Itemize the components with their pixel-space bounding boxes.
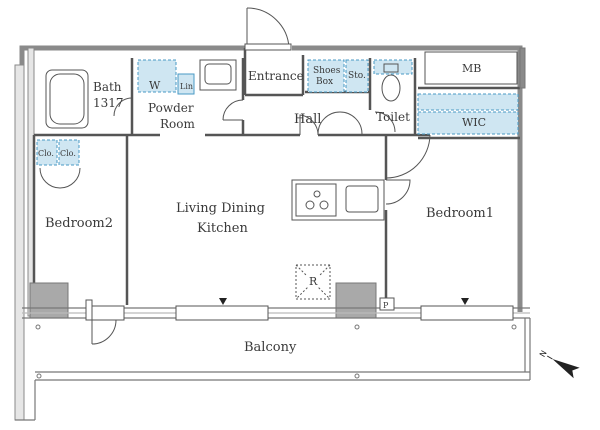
label-living-1: Living Dining — [176, 201, 265, 216]
door-swings — [39, 97, 431, 205]
toilet-fixture — [373, 59, 413, 102]
shoes-box — [307, 59, 345, 93]
columns — [29, 47, 526, 319]
label-box: Box — [316, 77, 333, 87]
label-bath-size: 1317 — [93, 96, 124, 110]
refrigerator-label-bg — [306, 275, 320, 287]
balcony-door — [85, 299, 117, 345]
washer-space — [137, 59, 177, 93]
label-pipe-space: P — [383, 301, 389, 310]
entrance-door — [244, 7, 292, 51]
svg-text:N: N — [538, 349, 549, 359]
outer-wall-bands — [14, 47, 35, 421]
label-storage: Sto. — [348, 71, 366, 81]
label-living-2: Kitchen — [197, 221, 248, 236]
balcony-posts — [35, 324, 517, 379]
label-washer: W — [149, 79, 161, 92]
north-compass-icon: N — [538, 349, 580, 379]
label-wic: WIC — [462, 116, 486, 129]
storage — [345, 59, 369, 93]
linen-shelf — [177, 73, 195, 95]
label-mb: MB — [462, 62, 481, 75]
balcony-rails — [15, 318, 531, 421]
kitchen-counter — [291, 179, 385, 221]
label-balcony: Balcony — [244, 340, 297, 355]
label-entrance: Entrance — [248, 69, 304, 83]
wic-shelves — [417, 93, 519, 135]
interior-walls — [32, 48, 520, 305]
label-powder-room-1: Powder — [148, 101, 194, 115]
label-shoes: Shoes — [313, 66, 341, 76]
label-bath: Bath — [93, 80, 122, 94]
label-bedroom1: Bedroom1 — [426, 206, 494, 221]
label-closet-2: Clo. — [60, 149, 76, 158]
bathtub — [45, 69, 89, 129]
mb-cabinet — [424, 51, 518, 85]
label-bedroom2: Bedroom2 — [45, 216, 113, 231]
label-closet-1: Clo. — [38, 149, 54, 158]
closets — [36, 139, 80, 166]
label-linen: Lin — [180, 82, 193, 91]
label-refrigerator: R — [309, 275, 318, 288]
powder-sink — [199, 59, 237, 91]
window-frames — [87, 305, 514, 321]
label-toilet: Toilet — [376, 110, 410, 124]
window-markers — [219, 298, 469, 305]
pipe-space — [379, 297, 395, 311]
label-hall: Hall — [294, 112, 321, 127]
label-powder-room-2: Room — [160, 117, 195, 131]
